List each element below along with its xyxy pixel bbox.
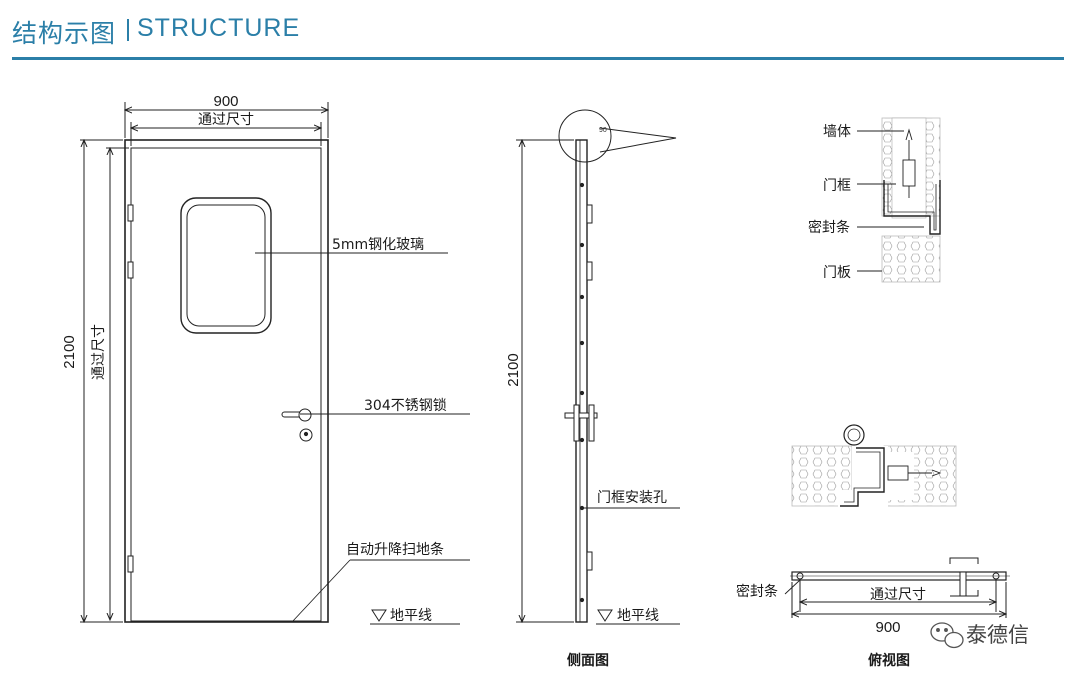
hinge-pin-icon (843, 424, 865, 446)
vision-window-glass (186, 204, 266, 327)
plan-frame-profile (840, 447, 885, 507)
hinge-top-icon (127, 204, 134, 222)
side-view (516, 109, 680, 625)
front-width-label: 900 (213, 93, 238, 110)
wall-label: 墙体 (823, 124, 851, 140)
detail-circle (558, 109, 612, 163)
plan-clear-width-label: 通过尺寸 (870, 587, 926, 603)
title-separator (127, 19, 129, 41)
seal-label: 密封条 (808, 219, 850, 236)
plan-width-label: 900 (875, 619, 900, 636)
plan-caption: 俯视图 (868, 652, 910, 669)
side-floor-label: 地平线 (617, 608, 659, 624)
frame-label: 门框 (823, 178, 851, 194)
page-header: 结构示图 STRUCTURE (0, 0, 1080, 60)
front-view (80, 102, 470, 625)
hinge-mid-icon (127, 261, 134, 279)
floor-triangle-icon (371, 609, 387, 622)
wechat-icon (930, 622, 964, 649)
handle-rose-icon (298, 408, 312, 422)
side-handle-icon (564, 412, 598, 419)
lock-label: 304不锈钢锁 (364, 398, 447, 414)
glass-label: 5mm钢化玻璃 (332, 236, 424, 253)
plan-detail (791, 424, 957, 508)
plan-seal-label: 密封条 (736, 583, 778, 600)
section-detail (857, 117, 941, 283)
front-clear-height-label: 通过尺寸 (91, 324, 107, 380)
header-rule (12, 57, 1064, 60)
door-leaf-outline (130, 147, 322, 622)
hinge-bottom-icon (127, 555, 134, 573)
door-frame-outline (124, 139, 329, 623)
front-clear-width-label: 通过尺寸 (198, 112, 254, 128)
door-side-profile (575, 139, 588, 623)
anchor-bolt-icon (902, 159, 916, 187)
side-view-labels: 2100 90 门框安装孔 地平线 侧面图 (505, 127, 667, 669)
title-english: STRUCTURE (137, 14, 301, 42)
vision-window-outer (180, 197, 272, 334)
top-view-labels: 密封条 通过尺寸 900 俯视图 (736, 583, 926, 669)
front-view-labels: 900 通过尺寸 2100 通过尺寸 5mm钢化玻璃 304不锈钢锁 自动升降扫… (61, 93, 447, 624)
door-panel-block (881, 235, 941, 283)
panel-label: 门板 (823, 265, 851, 281)
top-view (784, 557, 1010, 618)
side-height-label: 2100 (505, 353, 522, 386)
sweep-label: 自动升降扫地条 (346, 541, 444, 558)
detail-angle-label: 90 (599, 127, 607, 134)
frame-profile (883, 180, 941, 235)
front-height-label: 2100 (61, 335, 78, 368)
watermark-text: 泰德信 (966, 623, 1029, 647)
side-caption: 侧面图 (567, 652, 609, 669)
hole-label: 门框安装孔 (597, 490, 667, 506)
section-detail-labels: 墙体 门框 密封条 门板 (808, 124, 851, 281)
watermark: 泰德信 (930, 622, 1029, 649)
front-floor-label: 地平线 (390, 608, 432, 624)
title-chinese: 结构示图 (12, 19, 117, 48)
